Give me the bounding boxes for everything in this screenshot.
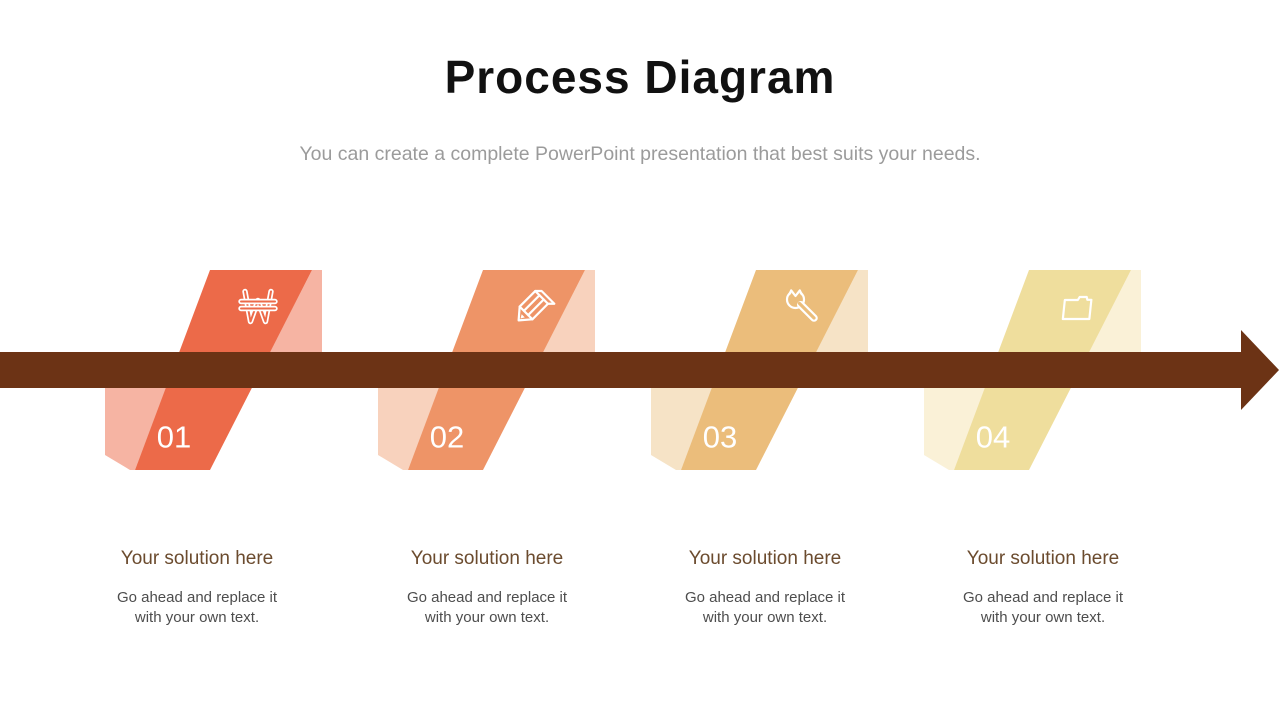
step-number: 01 [157, 420, 191, 455]
step-heading: Your solution here [120, 548, 274, 569]
step-caption: Your solution here Go ahead and replace … [655, 548, 875, 628]
ribbon-fold-top [1089, 270, 1141, 352]
step-number: 02 [430, 420, 464, 455]
ribbon-fold-top [816, 270, 868, 352]
step-number: 03 [703, 420, 737, 455]
ribbon-fold-top [543, 270, 595, 352]
page-title: Process Diagram [444, 51, 836, 103]
step-body-text: Go ahead and replace it with your own te… [962, 589, 1124, 626]
step-heading: Your solution here [966, 548, 1120, 569]
step-caption: Your solution here Go ahead and replace … [377, 548, 597, 628]
step-body-text: Go ahead and replace it with your own te… [116, 589, 278, 626]
ribbon-fold-bottom [651, 388, 712, 470]
step-heading: Your solution here [410, 548, 564, 569]
step-number: 04 [976, 420, 1010, 455]
ribbon-fold-bottom [378, 388, 439, 470]
timeline-arrow [0, 330, 1279, 410]
step-caption: Your solution here Go ahead and replace … [87, 548, 307, 628]
arrow-head-icon [1241, 330, 1279, 410]
step-heading: Your solution here [688, 548, 842, 569]
step-body-text: Go ahead and replace it with your own te… [406, 589, 568, 626]
step-body-text: Go ahead and replace it with your own te… [684, 589, 846, 626]
step-caption: Your solution here Go ahead and replace … [933, 548, 1153, 628]
page-subtitle: You can create a complete PowerPoint pre… [299, 143, 981, 165]
arrow-shaft [0, 352, 1241, 388]
ribbon-fold-bottom [924, 388, 985, 470]
ribbon-fold-top [270, 270, 322, 352]
ribbon-fold-bottom [105, 388, 166, 470]
